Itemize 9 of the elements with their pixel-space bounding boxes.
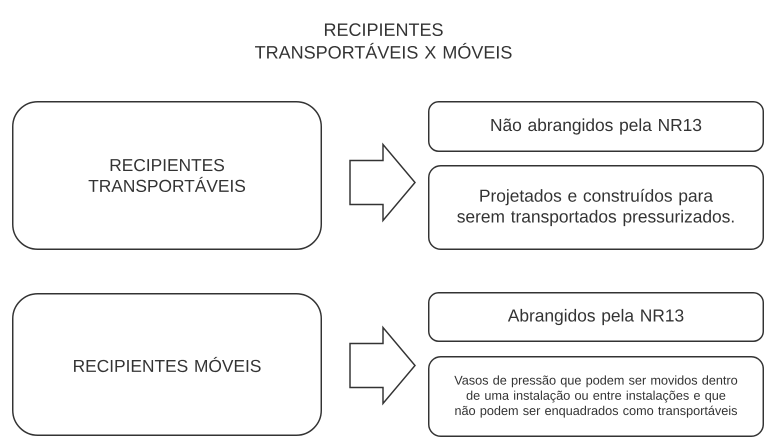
- category-box: RECIPIENTES MÓVEIS: [12, 293, 322, 436]
- block-arrow: [349, 325, 416, 406]
- block-arrow: [349, 142, 416, 222]
- description-box: Vasos de pressão que podem ser movidos dentro de uma instalação ou entre instalações e que não podem ser enquadrados como transportáveis: [428, 356, 764, 437]
- statement-box: Projetados e construídos para serem transportados pressurizados.: [428, 165, 764, 250]
- title: RECIPIENTES TRANSPORTÁVEIS X MÓVEIS: [255, 23, 512, 59]
- category-box: RECIPIENTES TRANSPORTÁVEIS: [12, 101, 322, 250]
- statement-box: Abrangidos pela NR13: [428, 292, 764, 342]
- statement-box: Não abrangidos pela NR13: [428, 101, 764, 152]
